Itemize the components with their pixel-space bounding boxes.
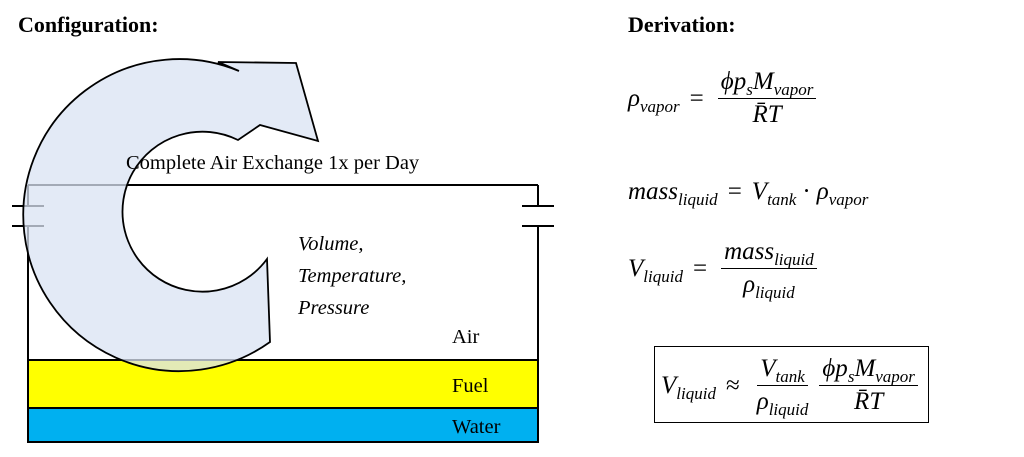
air-exchange-arrow: [22, 58, 320, 372]
water-label: Water: [452, 416, 501, 438]
water-layer: [27, 407, 539, 443]
eq2-lhs: massliquid: [628, 178, 718, 209]
derivation-heading: Derivation:: [628, 12, 736, 37]
right-vent: [522, 205, 554, 227]
exchange-label: Complete Air Exchange 1x per Day: [126, 152, 420, 174]
equation-final-result: Vliquid ≈ Vtank ρliquid ϕpsMvapor R̄T: [654, 346, 929, 423]
eq1-operator: =: [689, 84, 704, 112]
tank-diagram: Complete Air Exchange 1x per Day Volume,…: [12, 58, 554, 443]
fuel-layer: [27, 359, 539, 409]
eq3-fraction: massliquid ρliquid: [721, 238, 817, 301]
prop-volume: Volume,: [298, 233, 363, 255]
equation-liquid-mass: massliquid = Vtank·ρvapor: [628, 178, 869, 209]
equation-vapor-density: ρvapor = ϕpsMvapor R̄T: [628, 68, 820, 129]
eq3-operator: =: [692, 254, 708, 282]
eq4-fraction-2: ϕpsMvapor R̄T: [819, 355, 918, 416]
eq2-operator: =: [727, 178, 742, 205]
prop-pressure: Pressure: [297, 297, 369, 319]
eq3-lhs: Vliquid: [628, 254, 683, 286]
prop-temperature: Temperature,: [298, 265, 406, 287]
configuration-heading: Configuration:: [18, 12, 159, 37]
eq2-rhs: Vtank·ρvapor: [751, 178, 869, 209]
eq4-fraction-1: Vtank ρliquid: [756, 355, 809, 419]
eq1-lhs: ρvapor: [628, 84, 680, 116]
eq4-operator: ≈: [725, 371, 740, 399]
equation-liquid-volume: Vliquid = massliquid ρliquid: [628, 238, 821, 301]
air-label: Air: [452, 326, 480, 348]
eq4-lhs: Vliquid: [661, 371, 716, 403]
eq1-fraction: ϕpsMvapor R̄T: [717, 68, 817, 129]
fuel-label: Fuel: [452, 375, 489, 397]
